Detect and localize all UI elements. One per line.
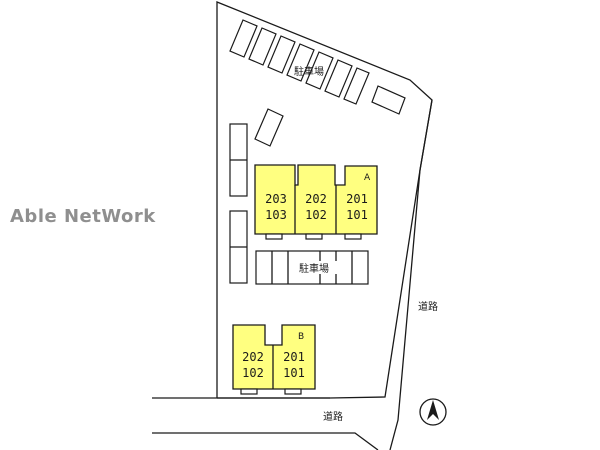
entry-step xyxy=(265,233,283,240)
road-label-bottom: 道路 xyxy=(323,410,343,423)
parking-label-top: 駐車場 xyxy=(294,65,324,78)
unit-number: 202 xyxy=(242,350,264,364)
unit-number: 202 xyxy=(305,192,327,206)
parking-lot-middle xyxy=(255,250,369,285)
parking-label-middle: 駐車場 xyxy=(299,262,329,275)
unit-number: 102 xyxy=(242,366,264,380)
building-a xyxy=(254,164,378,240)
road-label-right: 道路 xyxy=(418,300,438,313)
entry-step xyxy=(344,233,362,240)
parking-space-side xyxy=(371,85,406,115)
unit-number: 103 xyxy=(265,208,287,222)
parking-space-angled xyxy=(254,108,284,147)
watermark: Able NetWork xyxy=(10,206,156,227)
road-edge-bottom-lower xyxy=(152,432,379,450)
unit-number: 203 xyxy=(265,192,287,206)
parking-label-bg xyxy=(292,261,337,274)
unit-number: 201 xyxy=(283,350,305,364)
unit-number: 201 xyxy=(346,192,368,206)
entry-step xyxy=(240,388,258,395)
building-a-label: A xyxy=(364,173,371,183)
building-b-outline xyxy=(232,324,316,390)
unit-number: 101 xyxy=(346,208,368,222)
unit-number: 102 xyxy=(305,208,327,222)
entry-step xyxy=(284,388,302,395)
unit-number: 101 xyxy=(283,366,305,380)
parking-lot-top xyxy=(229,19,406,147)
building-b xyxy=(232,324,316,395)
building-b-label: B xyxy=(298,332,304,342)
entry-step xyxy=(305,233,323,240)
parking-lot-left xyxy=(229,123,248,284)
road-edge-right xyxy=(389,99,433,450)
north-arrow-icon xyxy=(419,398,447,426)
